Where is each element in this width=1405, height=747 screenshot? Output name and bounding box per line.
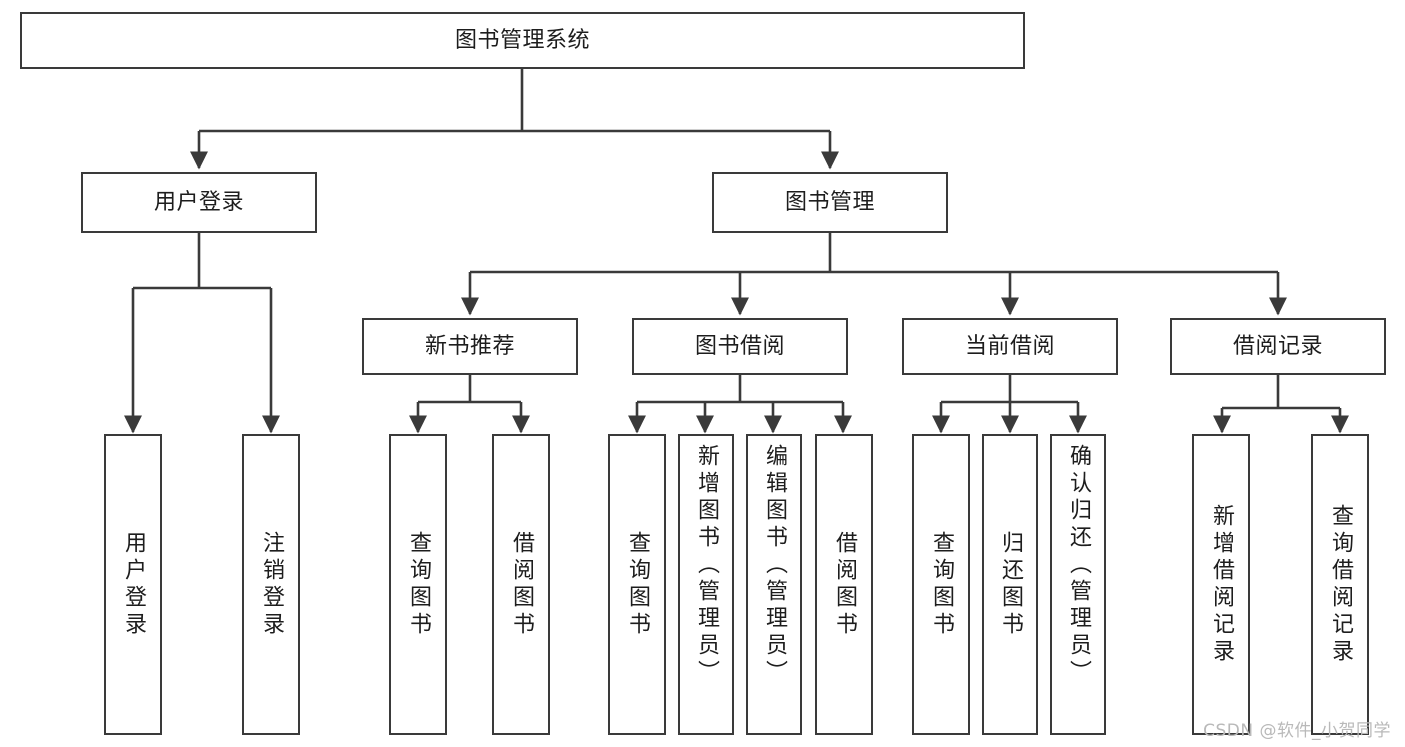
node-leaf-query-record-label: 查询借阅记录 <box>1328 503 1353 666</box>
node-leaf-add-book[interactable]: 新增图书（管理员） <box>678 434 734 735</box>
node-leaf-query-book-3-label: 查询图书 <box>929 530 954 639</box>
node-leaf-confirm-return[interactable]: 确认归还（管理员） <box>1050 434 1106 735</box>
node-book-management[interactable]: 图书管理 <box>712 172 948 233</box>
node-leaf-user-login[interactable]: 用户登录 <box>104 434 162 735</box>
node-leaf-logout-login[interactable]: 注销登录 <box>242 434 300 735</box>
node-root-system[interactable]: 图书管理系统 <box>20 12 1025 69</box>
node-leaf-query-book-1[interactable]: 查询图书 <box>389 434 447 735</box>
node-leaf-edit-book[interactable]: 编辑图书（管理员） <box>746 434 802 735</box>
node-leaf-query-record[interactable]: 查询借阅记录 <box>1311 434 1369 735</box>
node-leaf-confirm-return-label: 确认归还（管理员） <box>1066 444 1091 687</box>
node-leaf-add-record[interactable]: 新增借阅记录 <box>1192 434 1250 735</box>
node-book-borrow-label: 图书借阅 <box>694 333 785 359</box>
node-leaf-return-book-label: 归还图书 <box>998 530 1023 639</box>
node-borrow-record[interactable]: 借阅记录 <box>1170 318 1386 375</box>
node-leaf-query-book-3[interactable]: 查询图书 <box>912 434 970 735</box>
node-book-management-label: 图书管理 <box>784 189 875 215</box>
node-leaf-query-book-2[interactable]: 查询图书 <box>608 434 666 735</box>
node-leaf-add-record-label: 新增借阅记录 <box>1209 503 1234 666</box>
node-leaf-logout-login-label: 注销登录 <box>259 530 284 639</box>
node-borrow-record-label: 借阅记录 <box>1232 333 1323 359</box>
node-leaf-borrow-book-1-label: 借阅图书 <box>509 530 534 639</box>
node-leaf-edit-book-label: 编辑图书（管理员） <box>762 444 787 687</box>
node-leaf-query-book-2-label: 查询图书 <box>625 530 650 639</box>
node-book-borrow[interactable]: 图书借阅 <box>632 318 848 375</box>
node-leaf-borrow-book-2[interactable]: 借阅图书 <box>815 434 873 735</box>
node-root-system-label: 图书管理系统 <box>454 27 590 53</box>
node-leaf-borrow-book-2-label: 借阅图书 <box>832 530 857 639</box>
node-leaf-user-login-label: 用户登录 <box>121 530 146 639</box>
node-leaf-return-book[interactable]: 归还图书 <box>982 434 1038 735</box>
node-new-book-recommend[interactable]: 新书推荐 <box>362 318 578 375</box>
node-current-borrow[interactable]: 当前借阅 <box>902 318 1118 375</box>
node-current-borrow-label: 当前借阅 <box>964 333 1055 359</box>
node-new-book-recommend-label: 新书推荐 <box>424 333 515 359</box>
node-leaf-query-book-1-label: 查询图书 <box>406 530 431 639</box>
node-user-login-label: 用户登录 <box>153 189 244 215</box>
node-leaf-add-book-label: 新增图书（管理员） <box>694 444 719 687</box>
node-user-login[interactable]: 用户登录 <box>81 172 317 233</box>
node-leaf-borrow-book-1[interactable]: 借阅图书 <box>492 434 550 735</box>
